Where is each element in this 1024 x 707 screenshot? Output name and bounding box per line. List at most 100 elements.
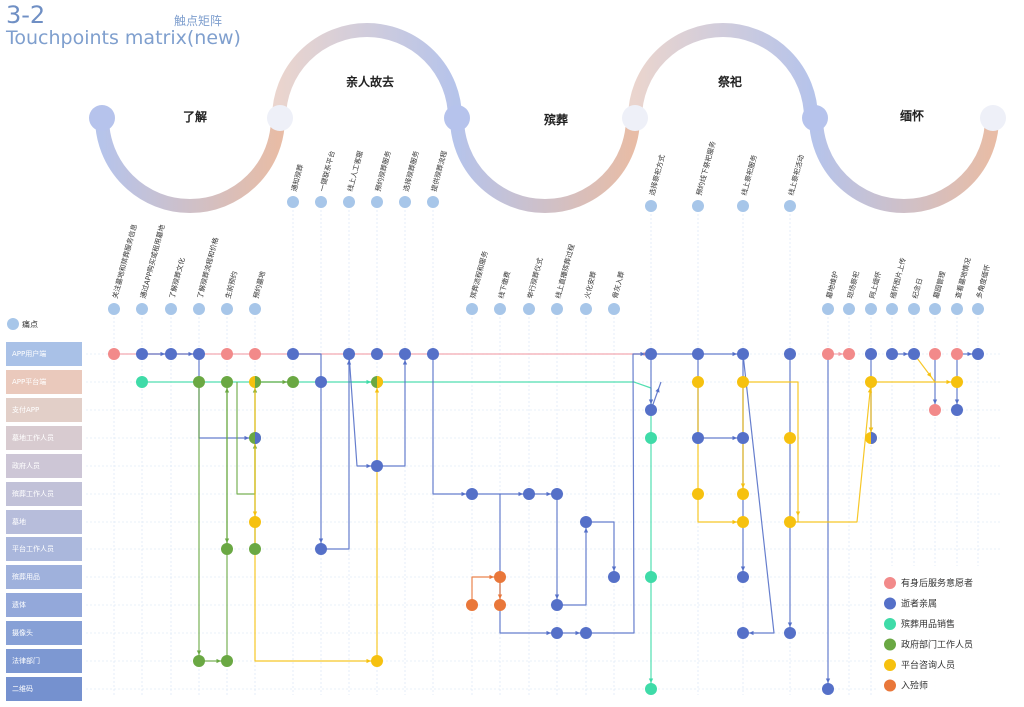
touchpoint-dot xyxy=(108,303,120,315)
flow-arrow xyxy=(825,678,831,683)
row-label: 法律部门 xyxy=(6,649,82,673)
flow-arrow xyxy=(611,566,617,571)
touchpoint-dot xyxy=(929,303,941,315)
flow-node xyxy=(908,348,920,360)
flow-arrow xyxy=(546,630,551,636)
flow-arrow xyxy=(732,351,737,357)
flow-line xyxy=(142,381,652,689)
flow-node xyxy=(315,543,327,555)
flow-arrow xyxy=(366,658,371,664)
flow-node xyxy=(494,599,506,611)
stage-arc xyxy=(450,117,640,213)
stage-junction xyxy=(89,105,115,131)
touchpoint-label: 纪念日 xyxy=(910,277,924,300)
stage-label: 了解 xyxy=(183,109,207,124)
stage-arc xyxy=(628,23,818,119)
legend-label: 平台咨询人员 xyxy=(901,659,955,671)
row-label: 遗体 xyxy=(6,593,82,617)
flow-line xyxy=(557,522,587,606)
flow-node xyxy=(371,348,383,360)
page-title: Touchpoints matrix(new) xyxy=(6,27,241,49)
touchpoint-dot xyxy=(371,196,383,208)
touchpoint-label: 一键联系平台 xyxy=(317,150,337,193)
flow-node xyxy=(784,348,796,360)
flow-node xyxy=(580,516,592,528)
legend-swatch xyxy=(884,597,896,610)
touchpoint-label: 提供殡葬流程 xyxy=(429,150,449,193)
flow-arrow xyxy=(583,528,589,533)
flow-line xyxy=(790,381,872,523)
flow-arrow xyxy=(932,399,938,404)
touchpoint-label: 生前预约 xyxy=(223,270,239,299)
flow-node xyxy=(249,543,261,555)
touchpoint-dot xyxy=(784,200,796,212)
stage-arc xyxy=(809,117,999,213)
flow-node xyxy=(221,543,233,555)
legend-label: 政府部门工作人员 xyxy=(901,639,973,651)
flow-arrow xyxy=(655,387,660,393)
flow-node xyxy=(692,348,704,360)
flow-node xyxy=(929,348,941,360)
legend-label: 入殓师 xyxy=(901,680,928,692)
touchpoint-dot xyxy=(494,303,506,315)
flow-line xyxy=(586,521,615,577)
touchpoint-dot xyxy=(165,303,177,315)
touchpoint-dot xyxy=(951,303,963,315)
touchpoint-label: 了解殡葬流程和价格 xyxy=(195,236,220,299)
flow-line xyxy=(377,354,406,467)
flow-arrow xyxy=(740,566,746,571)
flow-node xyxy=(136,376,148,388)
flow-node xyxy=(737,627,749,639)
touchpoint-label: 线上祭祀服务 xyxy=(739,154,759,197)
touchpoint-label: 预约墓地 xyxy=(251,270,267,299)
flow-node xyxy=(287,376,299,388)
flow-node xyxy=(221,376,233,388)
flow-arrow xyxy=(216,658,221,664)
stage-label: 缅怀 xyxy=(900,108,924,123)
flow-arrow xyxy=(252,511,258,516)
flow-arrow xyxy=(954,399,960,404)
touchpoint-label: 墓园管理 xyxy=(931,270,947,299)
flow-node xyxy=(136,348,148,360)
flow-node xyxy=(865,376,877,388)
flow-arrow xyxy=(648,399,654,404)
flow-arrow xyxy=(838,351,843,357)
flow-node xyxy=(737,488,749,500)
flow-line xyxy=(697,382,743,523)
flow-arrow xyxy=(497,594,503,599)
flow-node xyxy=(784,516,796,528)
touchpoint-label: 举行殡葬仪式 xyxy=(525,257,545,300)
legend-swatch xyxy=(884,679,896,692)
row-label: APP平台端 xyxy=(6,370,82,394)
touchpoint-dot xyxy=(972,303,984,315)
flow-node xyxy=(951,376,963,388)
touchpoint-label: 骨灰入葬 xyxy=(610,270,626,299)
flow-node xyxy=(608,571,620,583)
touchpoint-dot xyxy=(822,303,834,315)
touchpoint-label: 选择殡葬服务 xyxy=(401,150,421,193)
flow-node xyxy=(221,655,233,667)
stage-arc xyxy=(272,23,462,119)
touchpoint-label: 火化安葬 xyxy=(582,270,598,299)
touchpoint-label: 选择祭祀方式 xyxy=(647,154,667,197)
flow-arrow xyxy=(554,594,560,599)
flow-node xyxy=(580,627,592,639)
stage-junction xyxy=(802,105,828,131)
touchpoint-dot xyxy=(551,303,563,315)
touchpoint-label: 线上人工客服 xyxy=(345,150,365,193)
page-code: 3-2 xyxy=(6,1,46,29)
touchpoint-dot xyxy=(886,303,898,315)
flow-node xyxy=(972,348,984,360)
touchpoint-label: 殡葬流程和服务 xyxy=(468,250,489,300)
row-label: 殡葬用品 xyxy=(6,565,82,589)
touchpoint-dot xyxy=(343,196,355,208)
touchpoint-label: 缅怀图片上传 xyxy=(888,257,908,300)
stage-junction xyxy=(622,105,648,131)
touchpoint-label: 线下缴费 xyxy=(496,270,512,299)
flow-arrow xyxy=(188,351,193,357)
flow-arrow xyxy=(946,379,951,385)
flow-node xyxy=(221,348,233,360)
legend-swatch xyxy=(884,659,896,671)
touchpoint-label: 线上直播殡葬过程 xyxy=(553,243,576,299)
